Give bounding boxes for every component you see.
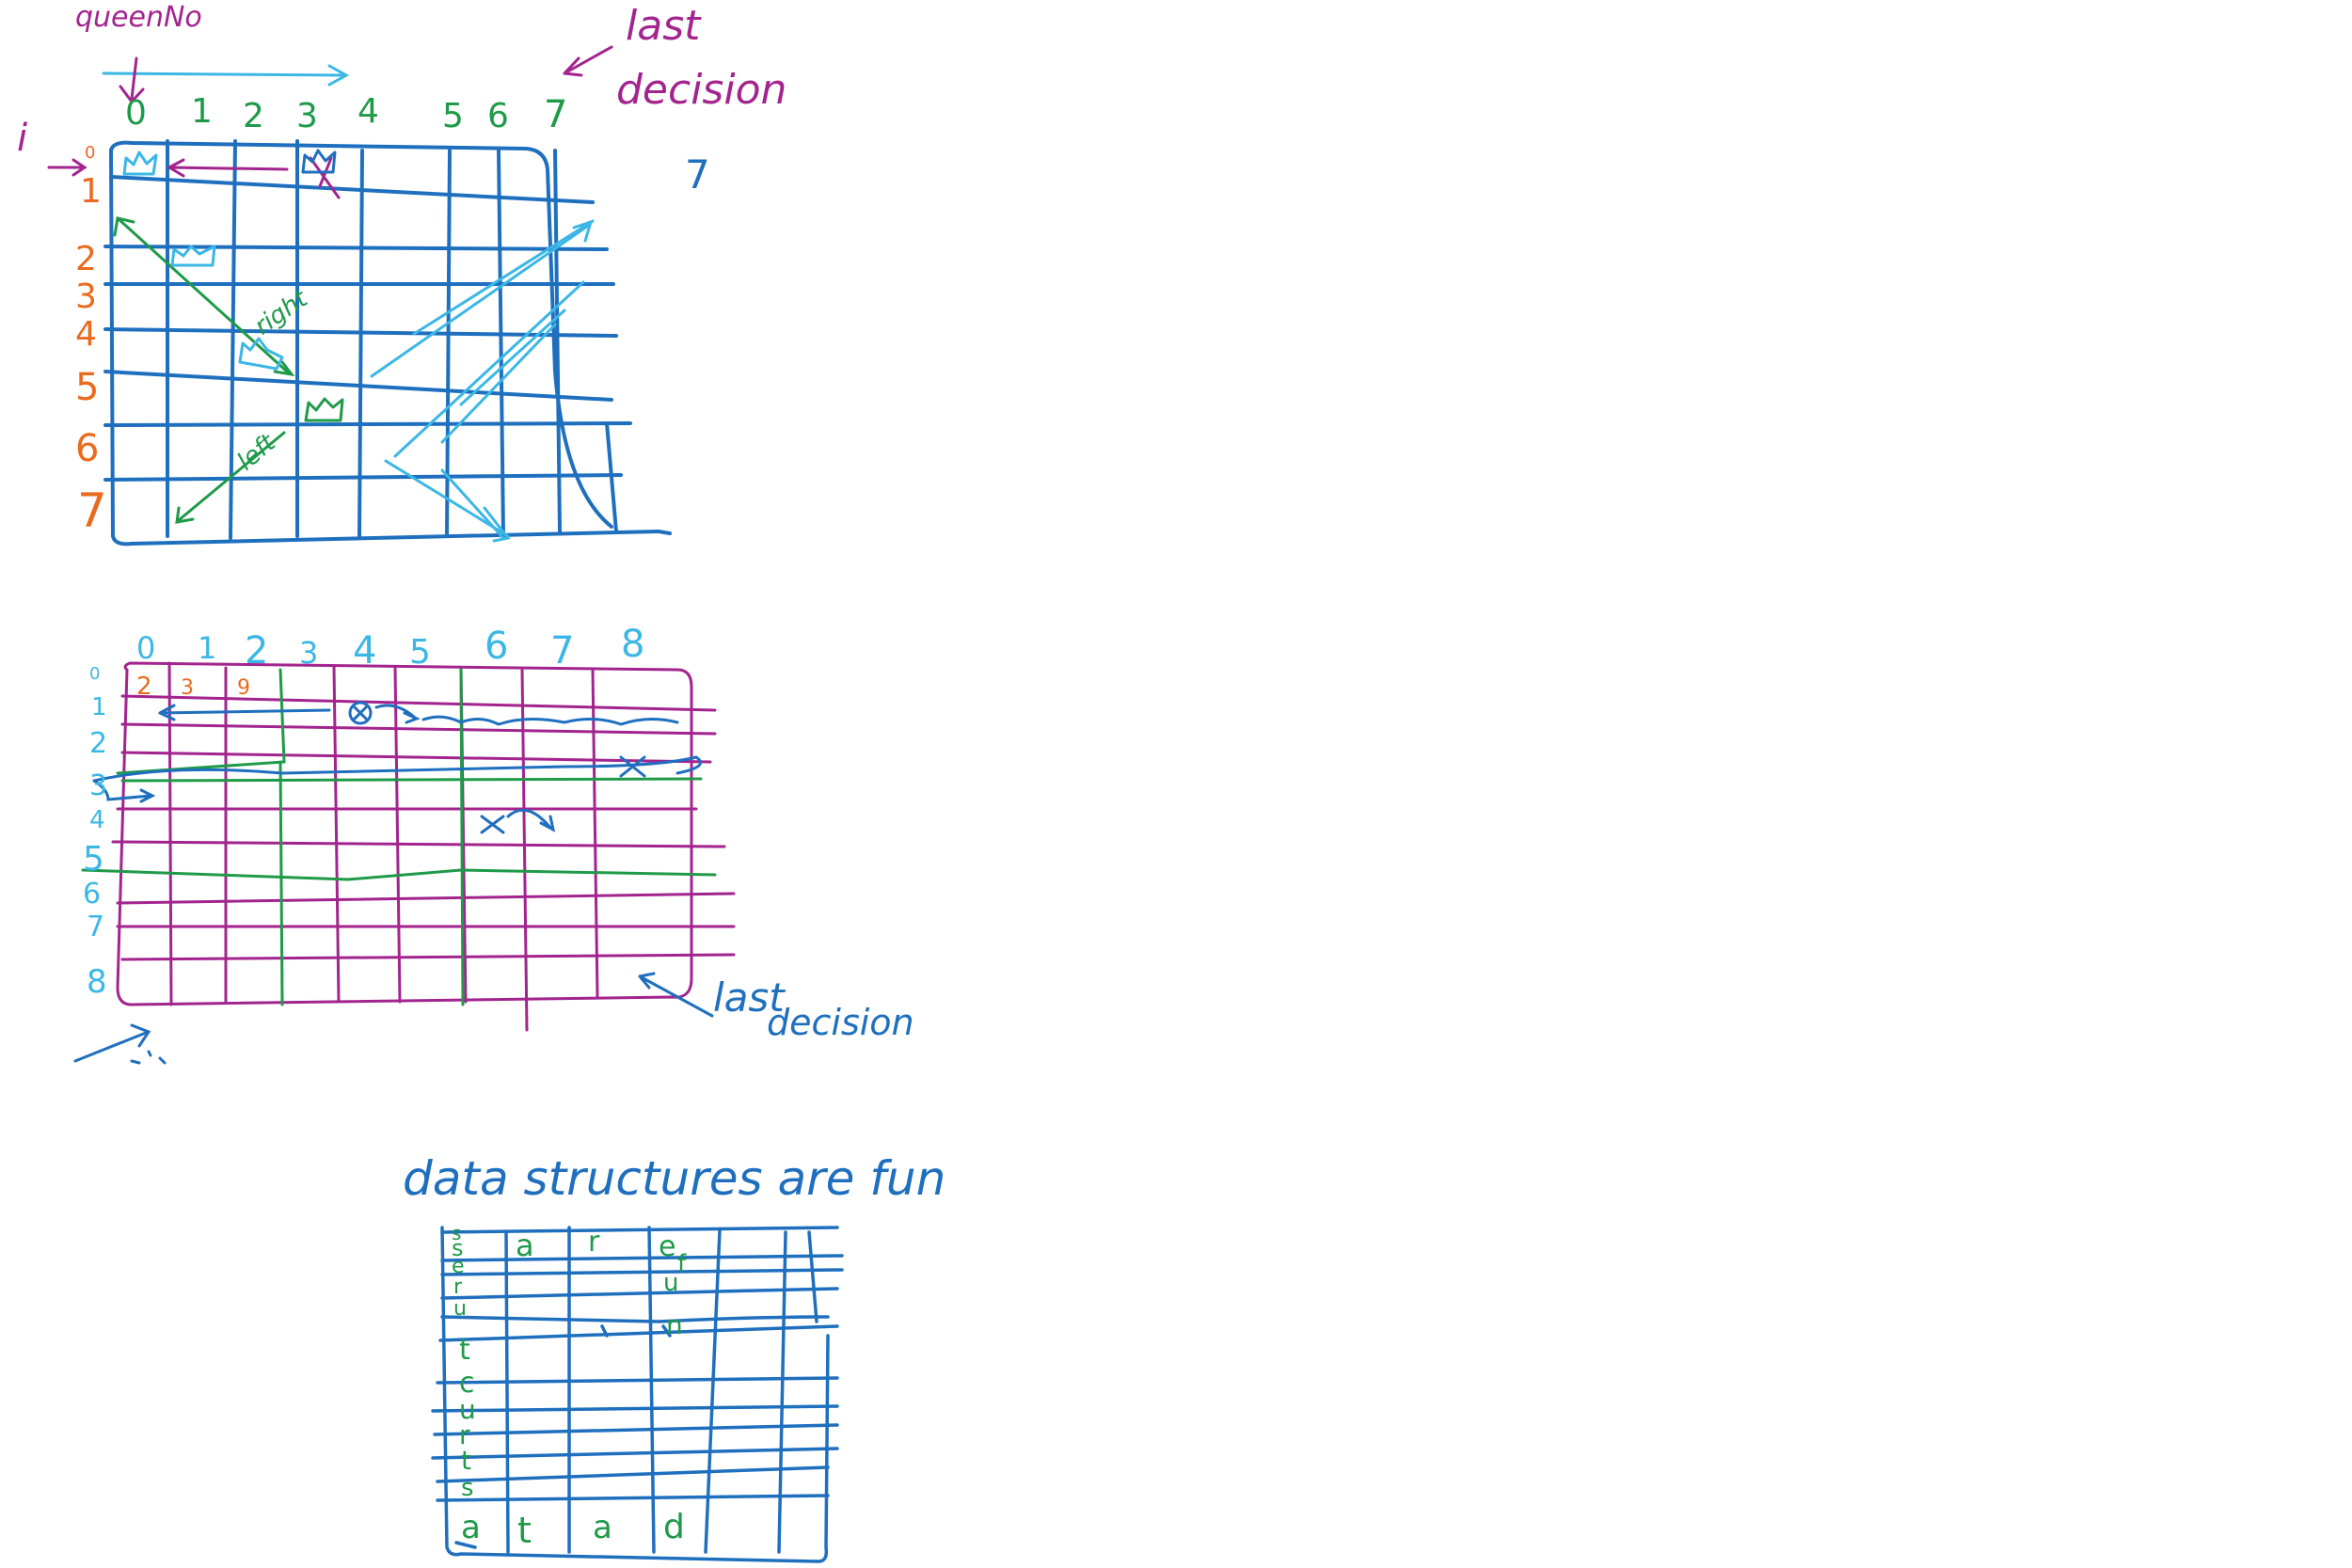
board1-row-number: 2 [75,240,97,278]
board2-col-number: 0 [136,630,155,666]
board2-row-number: 0 [89,664,100,684]
board3-letter: u [459,1394,476,1425]
board1-col-number: 7 [544,93,567,136]
board3-letter: t [459,1334,470,1367]
board3-letter: a [593,1509,612,1546]
board2-decision-label: decision [767,1002,914,1043]
board2-col-number: 6 [485,625,508,668]
board2-col-number: 7 [550,629,574,673]
board2-col-number: 8 [621,623,644,666]
board3-letter: t [517,1510,532,1551]
board3-letter: u [663,1269,678,1297]
board2-row-number: 3 [89,769,107,802]
queen-icon [238,337,284,371]
board3-letter: s [452,1235,464,1261]
board1-decision-label: decision [616,66,787,114]
board3-letter: a [461,1509,481,1546]
board2-last-label: last [713,974,786,1021]
board3-letter: r [459,1419,470,1450]
board1-row-number: 4 [75,315,97,354]
board3-letter: u [453,1297,467,1321]
queen-icon [170,245,216,267]
board1-row-number: 7 [77,483,107,538]
board1-purple-marks [47,45,613,199]
board1-diagonal-arrows [370,219,595,543]
board1-row-numbers: 0 1 2 3 4 5 6 7 [75,143,107,538]
board2-row-number: 8 [87,963,107,1001]
board2-row-number: 2 [89,727,107,760]
board1-row-number: 3 [75,277,97,316]
board2-col-number: 4 [353,629,376,673]
board2-col-number: 5 [409,633,431,672]
queen-icon [304,397,344,422]
board1-column-numbers: 0 1 2 3 4 5 6 7 [125,92,567,136]
board2-row-number: 1 [91,693,107,721]
queen-icon [122,150,158,176]
board2-blue-marks [73,701,714,1065]
board2-cell-value: 3 [181,676,194,700]
board3-letter: f [677,1250,687,1278]
board1-col-number: 4 [358,92,379,131]
board2-cell-value: 9 [237,676,250,700]
board3-left-column: s e r u t c u r t s [452,1235,476,1502]
board2-col-number: 2 [245,629,268,673]
board3-bottom-row: a t a d [461,1508,685,1551]
board1-col-number: 0 [125,94,147,133]
board1-row-number: 1 [80,172,102,211]
board1-last-label: last [626,2,702,50]
board1-col-number: 2 [243,97,264,135]
board1-col-number: 3 [296,97,318,135]
board3-letter: s [461,1474,474,1502]
board2-row-number: 6 [83,878,101,911]
board3-title: data structures are fun [403,1151,946,1206]
board1-right-left-diagonals [113,216,295,524]
board3-letter: s [452,1222,461,1244]
board1-grid [103,139,672,546]
board2-row-number: 4 [89,806,105,834]
board3-letter: r [588,1226,600,1259]
board2-row-number: 7 [87,911,104,943]
board3-word-grid: data structures are fun [403,1151,946,1563]
board3-letter: a [516,1227,534,1263]
board1-row-number: 5 [75,366,99,409]
board1-eight-queens: queenNo last decision i right left 7 0 1… [17,1,787,546]
board2-col-number: 3 [299,635,318,671]
board1-col-number: 5 [442,97,464,135]
board1-col-number: 6 [487,97,509,135]
queen-icon [301,149,337,174]
board3-top-row: s a r e [452,1222,675,1263]
board1-i-label: i [17,117,27,160]
board1-row-number: 6 [75,427,99,470]
board3-letter: n [666,1309,683,1340]
board2-top-cells: 2 3 9 [136,673,250,701]
board3-letter: e [452,1255,465,1278]
board2-cell-value: 2 [136,673,152,701]
board3-grid [431,1226,844,1563]
board2-row-numbers: 0 1 2 3 4 5 6 7 8 [83,664,107,1001]
board1-queenNo-arrow [102,64,350,87]
board3-letter: e [659,1230,675,1263]
board3-letter: d [663,1508,685,1546]
board1-queens [122,149,344,422]
board1-row-number: 0 [85,143,95,163]
board2-column-numbers: 0 1 2 3 4 5 6 7 8 [136,623,644,673]
board3-fun-column: f u n [663,1250,687,1340]
board1-col-number: 1 [191,92,213,131]
board3-letter: c [459,1367,475,1400]
queenNo-label: queenNo [75,1,202,34]
board3-letter: t [461,1445,471,1476]
board2-row-number: 5 [83,840,104,879]
board3-letter: r [453,1275,463,1299]
board2-grid [111,661,736,1032]
board2-col-number: 1 [198,630,216,666]
board2-grid-diagram: 2 3 9 0 1 2 3 4 5 6 7 8 0 1 2 3 4 5 6 7 … [73,623,914,1065]
board1-side-number: 7 [685,151,710,198]
